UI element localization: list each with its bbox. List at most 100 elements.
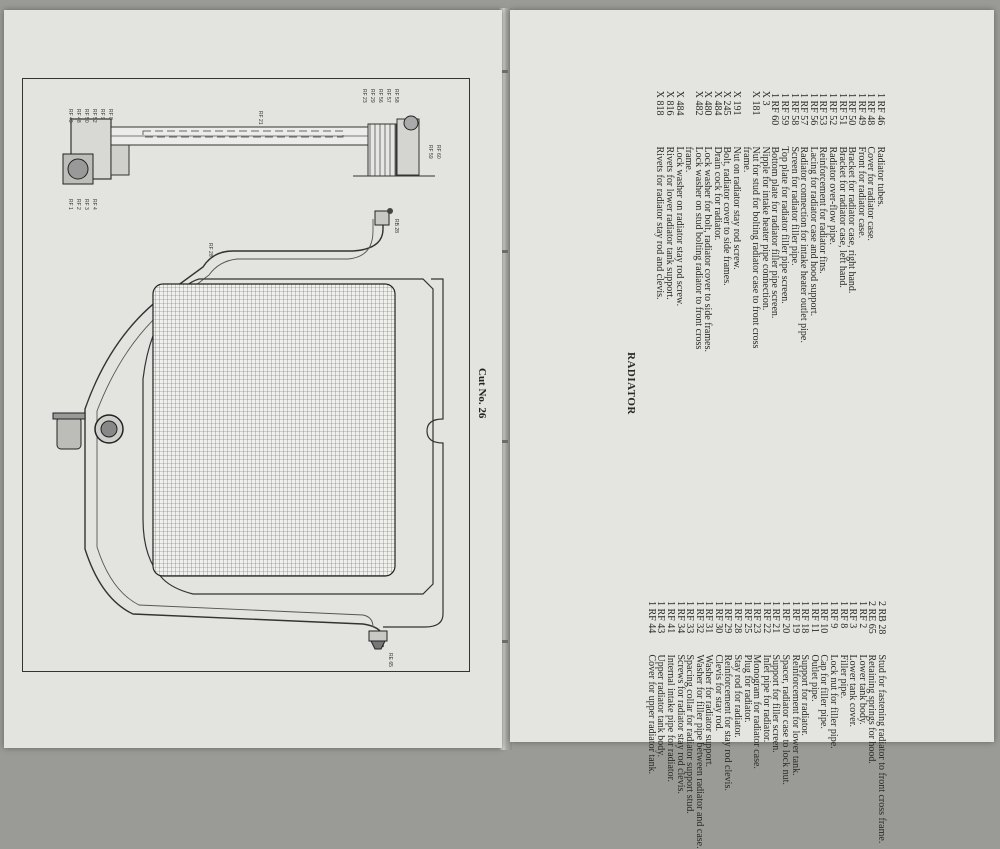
parts-list-row: 1 RF 18Support for radiator. (799, 596, 811, 849)
part-number: RF 41 (664, 608, 676, 634)
part-description: Cover for radiator case. (865, 146, 877, 241)
part-number: RF 34 (674, 608, 686, 634)
part-description: Bracket for radiator case, left hand. (836, 146, 848, 288)
part-description: Upper radiator tank body. (655, 654, 667, 758)
part-number: 191 (731, 100, 743, 116)
parts-list-row: X 816Rivets for lower radiator tank supp… (663, 88, 675, 352)
part-number: RE 65 (866, 608, 878, 634)
part-quantity: 2 (866, 601, 878, 606)
part-description: Washer for radiator support. (703, 654, 715, 768)
figure-caption: Cut No. 26 (476, 368, 488, 419)
parts-list-row: 1 RF 51Bracket for radiator case, left h… (836, 88, 848, 352)
part-quantity: 1 (799, 601, 811, 606)
part-number: RF 9 (828, 608, 840, 629)
parts-list-row: X 818Rivets for radiator stay rod and cl… (654, 88, 665, 352)
part-quantity: 1 (664, 601, 676, 606)
parts-list-row: 1 RF 59Top plate for radiator filler pip… (779, 88, 791, 352)
part-description: Inlet pipe for radiator. (760, 654, 772, 743)
parts-list-row: 1 RF 22Inlet pipe for radiator. (760, 596, 772, 849)
part-number: RB 28 (876, 608, 887, 635)
part-number: RF 19 (789, 608, 801, 634)
callout: RF 23 (361, 89, 367, 103)
part-quantity: 1 (770, 601, 782, 606)
part-number: RF 60 (769, 100, 781, 126)
part-quantity: 1 (684, 601, 696, 606)
part-quantity: 1 (780, 601, 792, 606)
callout: RF 50 (83, 109, 89, 123)
part-description: Support for filler screen. (770, 654, 782, 753)
parts-list-row: 1 RF 56Lacing for radiator case and hood… (807, 88, 819, 352)
part-number: RF 44 (645, 608, 657, 634)
part-description: Retaining springs for hood. (866, 654, 878, 764)
part-description: Spacing collar for radiator support stud… (684, 654, 696, 814)
radiator-drawing: RF 49 RF 48 RF 50 RF 52 RF 9 RF 8 RF 21 … (52, 89, 444, 667)
parts-list-row: X 191Nut on radiator stay rod screw. (731, 88, 743, 352)
callout: RF 49 (67, 109, 73, 123)
binding-stitch (502, 440, 508, 443)
binding-stitch (502, 70, 508, 73)
part-quantity: X (702, 90, 714, 98)
part-quantity: 1 (837, 601, 849, 606)
callout: RF 58 (393, 89, 399, 103)
parts-list-row: 1 RF 53Reinforcement for radiator fins. (817, 88, 828, 352)
part-quantity: 1 (769, 93, 781, 98)
part-quantity: 1 (722, 601, 734, 606)
part-quantity: X (750, 90, 762, 98)
callout: RF 4 (91, 199, 97, 210)
part-description: Plug for radiator. (741, 654, 753, 723)
part-number: 181 (750, 100, 762, 116)
part-description: Lower tank body. (856, 654, 868, 725)
part-description: Filler pipe. (837, 654, 849, 699)
part-quantity: 1 (865, 93, 877, 98)
part-quantity: 1 (836, 93, 848, 98)
radiator-drawing-plate: RF 49 RF 48 RF 50 RF 52 RF 9 RF 8 RF 21 … (22, 78, 470, 672)
part-description: Lacing for radiator case and hood suppor… (807, 146, 819, 317)
part-quantity: X (663, 90, 675, 98)
part-number: RF 48 (865, 100, 877, 126)
part-number: RF 43 (655, 608, 667, 634)
part-number: 482 (692, 100, 704, 116)
part-description: Lock washer on stud bolting radiator to … (692, 146, 704, 350)
section-title: RADIATOR (625, 352, 637, 415)
part-quantity: 1 (846, 93, 858, 98)
parts-list-row: 1 RF 23Monogram for radiator case. (751, 596, 763, 849)
parts-list-row: 1 RF 41Internal intake pipe for radiator… (664, 596, 676, 849)
part-quantity: 1 (807, 93, 819, 98)
part-quantity: 1 (712, 601, 724, 606)
parts-list-row: 1 RF 20Spacer, radiator case to lock nut… (780, 596, 792, 849)
part-quantity: X (673, 90, 685, 98)
part-description: Rivets for lower radiator tank support. (663, 146, 675, 300)
part-number: RF 10 (818, 608, 830, 634)
part-description: Lock washer for bolt, radiator cover to … (702, 146, 714, 352)
radiator-front-view (52, 208, 444, 650)
part-description: Radiator connection for intake heater ou… (798, 146, 810, 343)
part-description: Reinforcement for lower tank. (789, 654, 801, 776)
part-quantity: 1 (674, 601, 686, 606)
part-description: Monogram for radiator case. (751, 654, 763, 769)
part-number: RF 49 (855, 100, 867, 126)
parts-list-row: X 245Bolt, radiator cover to side frames… (721, 88, 733, 352)
callout: RF 28 (207, 243, 213, 257)
part-description: Stay rod for radiator. (732, 654, 744, 738)
part-number: RF 28 (732, 608, 744, 634)
parts-list-row: 1 RF 3Lower tank cover. (847, 596, 859, 849)
parts-list-row: 1 RF 50Bracket for radiator case, right … (846, 88, 858, 352)
parts-list-column: 2 RB 28Stud for fastening radiator to fr… (645, 596, 887, 849)
callout: RF 52 (91, 109, 97, 123)
part-description: frame. (683, 146, 695, 173)
part-quantity: 1 (693, 601, 705, 606)
part-quantity: X (711, 90, 723, 98)
parts-list-row: 1 RF 9Lock nut for filler pipe. (828, 596, 840, 849)
parts-list-row: 1 RF 48 Cover for radiator case. (865, 88, 877, 352)
callout: RF 56 (377, 89, 383, 103)
parts-list-row: 1 RF 29Reinforcement for stay rod clevis… (722, 596, 734, 849)
part-number: 484 (711, 100, 723, 116)
part-description: Radiator over-flow pipe. (827, 146, 839, 245)
part-quantity: 1 (856, 601, 868, 606)
part-quantity: 1 (847, 601, 859, 606)
part-number: RF 11 (808, 608, 820, 633)
part-number: RF 30 (712, 608, 724, 634)
part-number: RF 59 (779, 100, 791, 126)
part-description: Clevis for stay rod. (712, 654, 724, 732)
part-description: Bolt, radiator cover to side frames. (721, 146, 733, 286)
